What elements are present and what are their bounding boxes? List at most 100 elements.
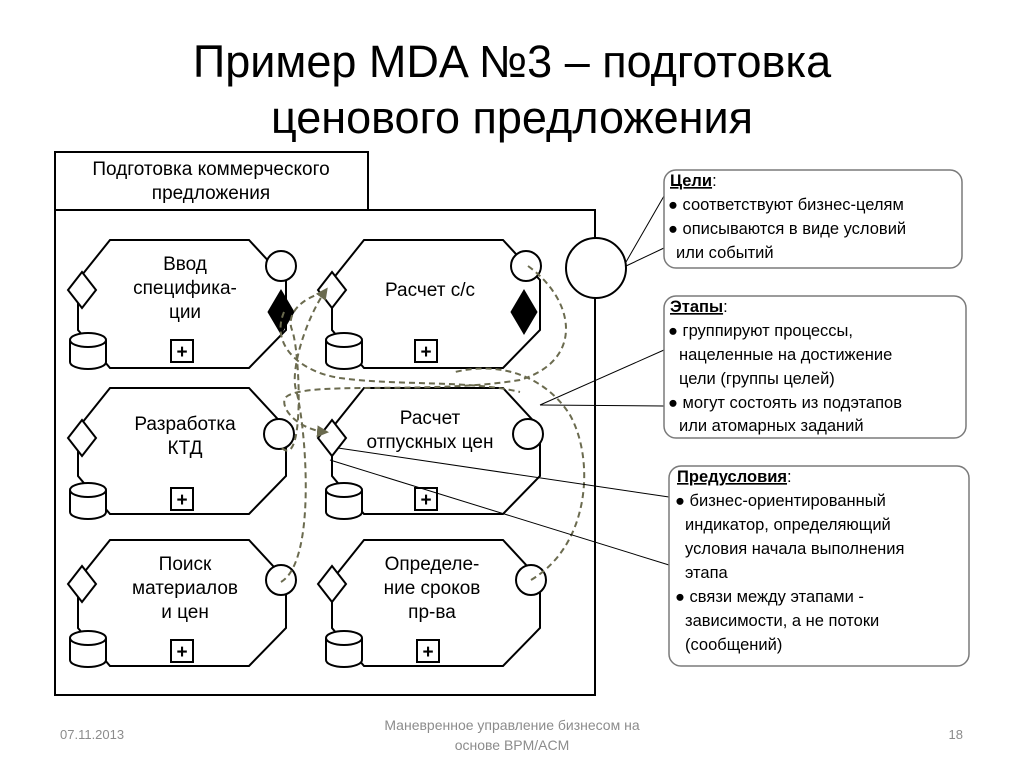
database-icon-top [69,482,107,498]
callout-line-preconditions [329,459,670,566]
goal-circle [265,564,297,596]
note-heading-row: Цели: [670,172,717,190]
note-heading-colon: : [787,468,792,486]
database-icon-top [325,332,363,348]
goal-circle [565,237,627,299]
precondition-diamond [66,418,98,458]
database-icon [69,490,107,520]
goal-circle [263,418,295,450]
note-heading: Предусловия [677,468,787,486]
note-line: ● описываются в виде условий [668,220,906,238]
goal-circle [512,418,544,450]
note-line: ● бизнес-ориентированный [675,492,886,510]
note-line: ● могут состоять из подэтапов [668,394,902,412]
stage-sale-price-calculation[interactable]: Расчет отпускных цен + [316,387,544,520]
stage-label-line: ции [169,302,201,323]
dependency-arrow [283,265,567,438]
stage-label-line: ние сроков [384,578,481,599]
database-icon-top [69,630,107,646]
note-box [668,465,970,667]
stage-spec-input[interactable]: Ввод специфика- ции + [66,239,297,370]
database-icon-top [69,332,107,348]
stage-label-line: Ввод [163,254,207,275]
database-icon [325,340,363,370]
stage-materials-search[interactable]: Поиск материалов и цен + [66,539,297,668]
note-line: зависимости, а не потоки [685,612,879,630]
callout-line-goals [625,195,665,263]
note-line: ● соответствуют бизнес-целям [668,196,904,214]
goal-circle [510,250,542,282]
footer-date: 07.11.2013 [60,727,125,742]
page-number: 18 [948,727,963,742]
note-line: индикатор, определяющий [685,516,891,534]
precondition-diamond [316,564,348,604]
note-box [663,169,963,269]
note-line: нацеленные на достижение [679,346,892,364]
database-icon-top [325,630,363,646]
note-line: ● связи между этапами - [675,588,864,606]
expand-subprocess-icon[interactable] [170,339,194,363]
stage-label-line: Расчет с/с [385,280,475,301]
stage-label-line: пр-ва [408,602,456,623]
slide-title-line-2: ценового предложения [270,92,753,143]
expand-plus-icon: + [176,642,187,663]
dependency-arrow [279,311,521,393]
container-label-box [54,151,369,211]
precondition-diamond [66,270,98,310]
container-label-line-2: предложения [152,183,270,204]
expand-subprocess-icon[interactable] [414,339,438,363]
dependency-diamond [510,289,538,335]
slide-title: Пример MDA №3 – подготовка ценового пред… [0,34,1024,146]
note-line: или атомарных заданий [679,417,864,435]
stage-cost-calculation[interactable]: Расчет с/с + [316,239,542,370]
expand-plus-icon: + [176,490,187,511]
expand-subprocess-icon[interactable] [170,487,194,511]
stage-label-line: отпускных цен [367,432,494,453]
database-icon [69,340,107,370]
stage-label-line: специфика- [133,278,237,299]
stage-production-terms[interactable]: Определе- ние сроков пр-ва + [316,539,547,668]
stage-label-line: Определе- [385,554,480,575]
database-icon-top [325,482,363,498]
expand-subprocess-icon[interactable] [170,639,194,663]
callout-line-stages [539,404,665,407]
slide-title-line-1: Пример MDA №3 – подготовка [192,36,832,87]
note-heading-colon: : [723,298,728,316]
note-preconditions: Предусловия: ● бизнес-ориентированный ин… [668,465,970,667]
note-stages: Этапы: ● группируют процессы, нацеленные… [663,295,967,439]
note-line: этапа [685,564,729,582]
note-line: ● группируют процессы, [668,322,853,340]
note-heading-row: Предусловия: [677,468,792,486]
footer-caption-line-1: Маневренное управление бизнесом на [384,717,640,733]
stage-label-line: материалов [132,578,238,599]
stage-label-line: Поиск [159,554,212,575]
footer-caption-line-2: основе BPM/ACM [454,737,570,753]
database-icon [325,490,363,520]
goal-circle [265,250,297,282]
expand-subprocess-icon[interactable] [416,639,440,663]
note-line: или событий [676,244,774,262]
expand-plus-icon: + [420,342,431,363]
callout-line-goals [625,247,665,267]
note-box [663,295,967,439]
dependency-arrow [454,367,586,581]
note-heading: Этапы [670,298,723,316]
footer-caption: Маневренное управление бизнесом на основ… [362,715,662,755]
callout-line-preconditions [337,447,670,498]
note-heading-row: Этапы: [670,298,728,316]
note-line: (сообщений) [685,636,782,654]
dependency-arrow [281,291,327,452]
expand-plus-icon: + [420,490,431,511]
database-icon [325,638,363,668]
expand-plus-icon: + [422,642,433,663]
stage-label-line: Разработка [134,414,236,435]
expand-plus-icon: + [176,342,187,363]
precondition-diamond [66,564,98,604]
container-label-line-1: Подготовка коммерческого [92,159,329,180]
callout-lines [329,195,670,566]
expand-subprocess-icon[interactable] [414,487,438,511]
stage-label-line: и цен [161,602,209,623]
stage-ktd-development[interactable]: Разработка КТД + [66,387,295,520]
database-icon [69,638,107,668]
